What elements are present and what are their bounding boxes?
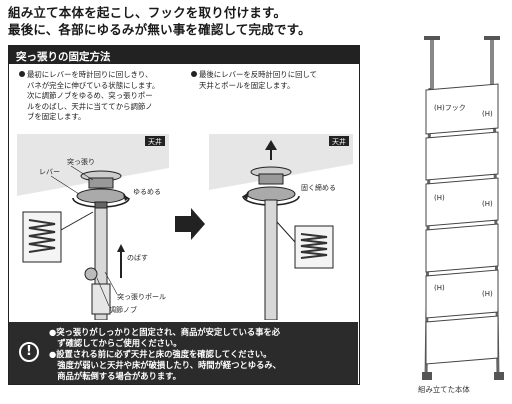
rod-right [490,40,494,90]
hook-label: (H)フック [434,104,466,112]
step-1-line: ルをのばし、天井に当ててから調節ノ [27,101,153,111]
rod-cap-left [424,36,440,40]
ceiling-surface [17,134,169,196]
step-2-instructions: 最後にレバーを反時計回りに回して 天井とポールを固定します。 [191,70,355,91]
bullet-icon [19,71,25,77]
label-extend: のばす [127,253,148,262]
rack-panel [425,83,499,135]
step-1-line: ブを固定します。 [27,112,86,122]
label-lever: レバー [39,168,60,176]
ceiling-surface-right [209,134,353,190]
h-label: (H) [482,110,493,118]
rack-foot [494,372,504,380]
bullet-icon [191,71,197,77]
step-1-line: 次に調節ノブをゆるめ、突っ張りポー [27,91,153,101]
rack-panel [425,315,499,365]
arrow-head [123,194,129,201]
rod-left [430,40,434,90]
label-tighten: 固く締める [301,183,336,192]
warning-text: ●突っ張りがしっかりと固定され、商品が安定している事を必 ず確認してからご使用く… [49,327,351,382]
ceiling-label-right: 天井 [332,137,346,146]
rack-panel [425,131,499,181]
ceiling-label-left: 天井 [148,137,162,146]
step-2-line: 天井とポールを固定します。 [199,80,295,90]
rack-panel [425,269,499,319]
step-2-line: 最後にレバーを反時計回りに回して [199,70,318,79]
warning-line: ず確認してからご使用ください。 [49,338,182,348]
warning-line: ●設置される前に必ず天井と床の強度を確認してください。 [49,349,272,359]
warning-box: ! ●突っ張りがしっかりと固定され、商品が安定している事を必 ず確認してからご使… [9,322,358,384]
outer-tube [91,283,111,315]
heading-line-2: 最後に、各部にゆるみが無い事を確認して完成です。 [8,22,311,37]
h-label: (H) [482,290,493,298]
next-step-arrow-icon [175,208,205,240]
rod-cap-right [484,36,500,40]
cap-body [88,177,114,189]
rack-caption: 組み立てた本体 [418,385,470,394]
fixing-method-panel: 突っ張りの固定方法 最初にレバーを時計回りに回しきり、 バネが完全に伸びている状… [8,45,360,385]
warning-line: ●突っ張りがしっかりと固定され、商品が安定している事を必 [49,327,281,337]
right-illustration: 天井 固く締める [209,134,353,320]
up-arrow-icon [265,140,277,150]
label-tsuppari: 突っ張り [67,157,95,166]
assembled-rack-illustration: (H)フック (H) (H) (H) (H) (H) [422,36,504,380]
heading-line-1: 組み立て本体を起こし、フックを取り付けます。 [8,5,287,20]
adjust-knob [84,267,98,281]
lever-disc [76,188,126,204]
panel-title: 突っ張りの固定方法 [9,46,359,64]
spring-coil [28,219,56,253]
rack-panel [425,177,499,227]
ceiling-tag [145,136,165,146]
step-1-line: バネが完全に伸びている状態にします。 [27,80,160,90]
step-1-line: 最初にレバーを時計回りに回しきり、 [27,70,153,79]
step-1-instructions: 最初にレバーを時計回りに回しきり、 バネが完全に伸びている状態にします。 次に調… [19,70,187,123]
h-label: (H) [482,200,493,208]
h-label: (H) [434,194,445,202]
left-illustration: 天井 突っ張り レバー ゆるめる のばす 突っ張りポール [17,134,169,320]
rack-foot [422,372,432,380]
exclamation-circle-icon: ! [19,342,39,362]
tension-pole-right [264,199,278,320]
rack-panel [425,223,499,273]
h-label: (H) [434,284,445,292]
warning-line: 商品が転倒する場合があります。 [49,371,181,381]
label-loosen: ゆるめる [133,188,161,196]
warning-line: 強度が弱いと天井や床が破損したり、時間が経つとゆるみ、 [49,360,281,370]
tension-fixing-diagram: 天井 突っ張り レバー ゆるめる のばす 突っ張りポール [17,134,353,320]
label-pole: 突っ張りポール [117,292,166,301]
label-knob: 調節ノブ [109,305,137,314]
